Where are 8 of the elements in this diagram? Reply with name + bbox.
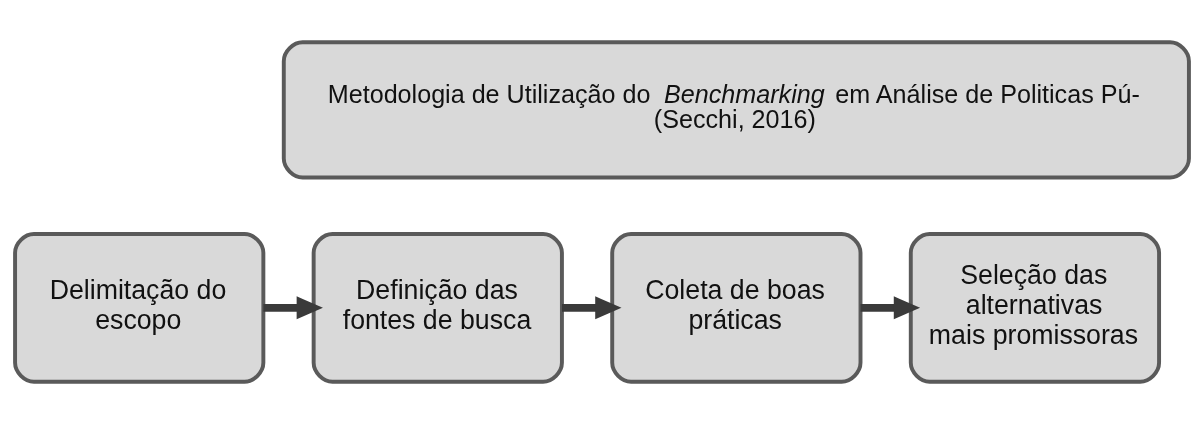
node-box: Metodologia de Utilização do Benchmarking em Análise de Politicas Pú- (Secchi, 2016) bbox=[281, 39, 1191, 179]
node-box: Coleta de boas práticas bbox=[610, 231, 863, 384]
node-box: Seleção das alternativas mais promissoras bbox=[908, 231, 1162, 384]
node-box: Definição das fontes de busca bbox=[311, 231, 564, 384]
arrow bbox=[263, 295, 323, 319]
arrow bbox=[860, 295, 921, 319]
arrow bbox=[562, 295, 622, 319]
node-box: Delimitação do escopo bbox=[13, 231, 266, 384]
